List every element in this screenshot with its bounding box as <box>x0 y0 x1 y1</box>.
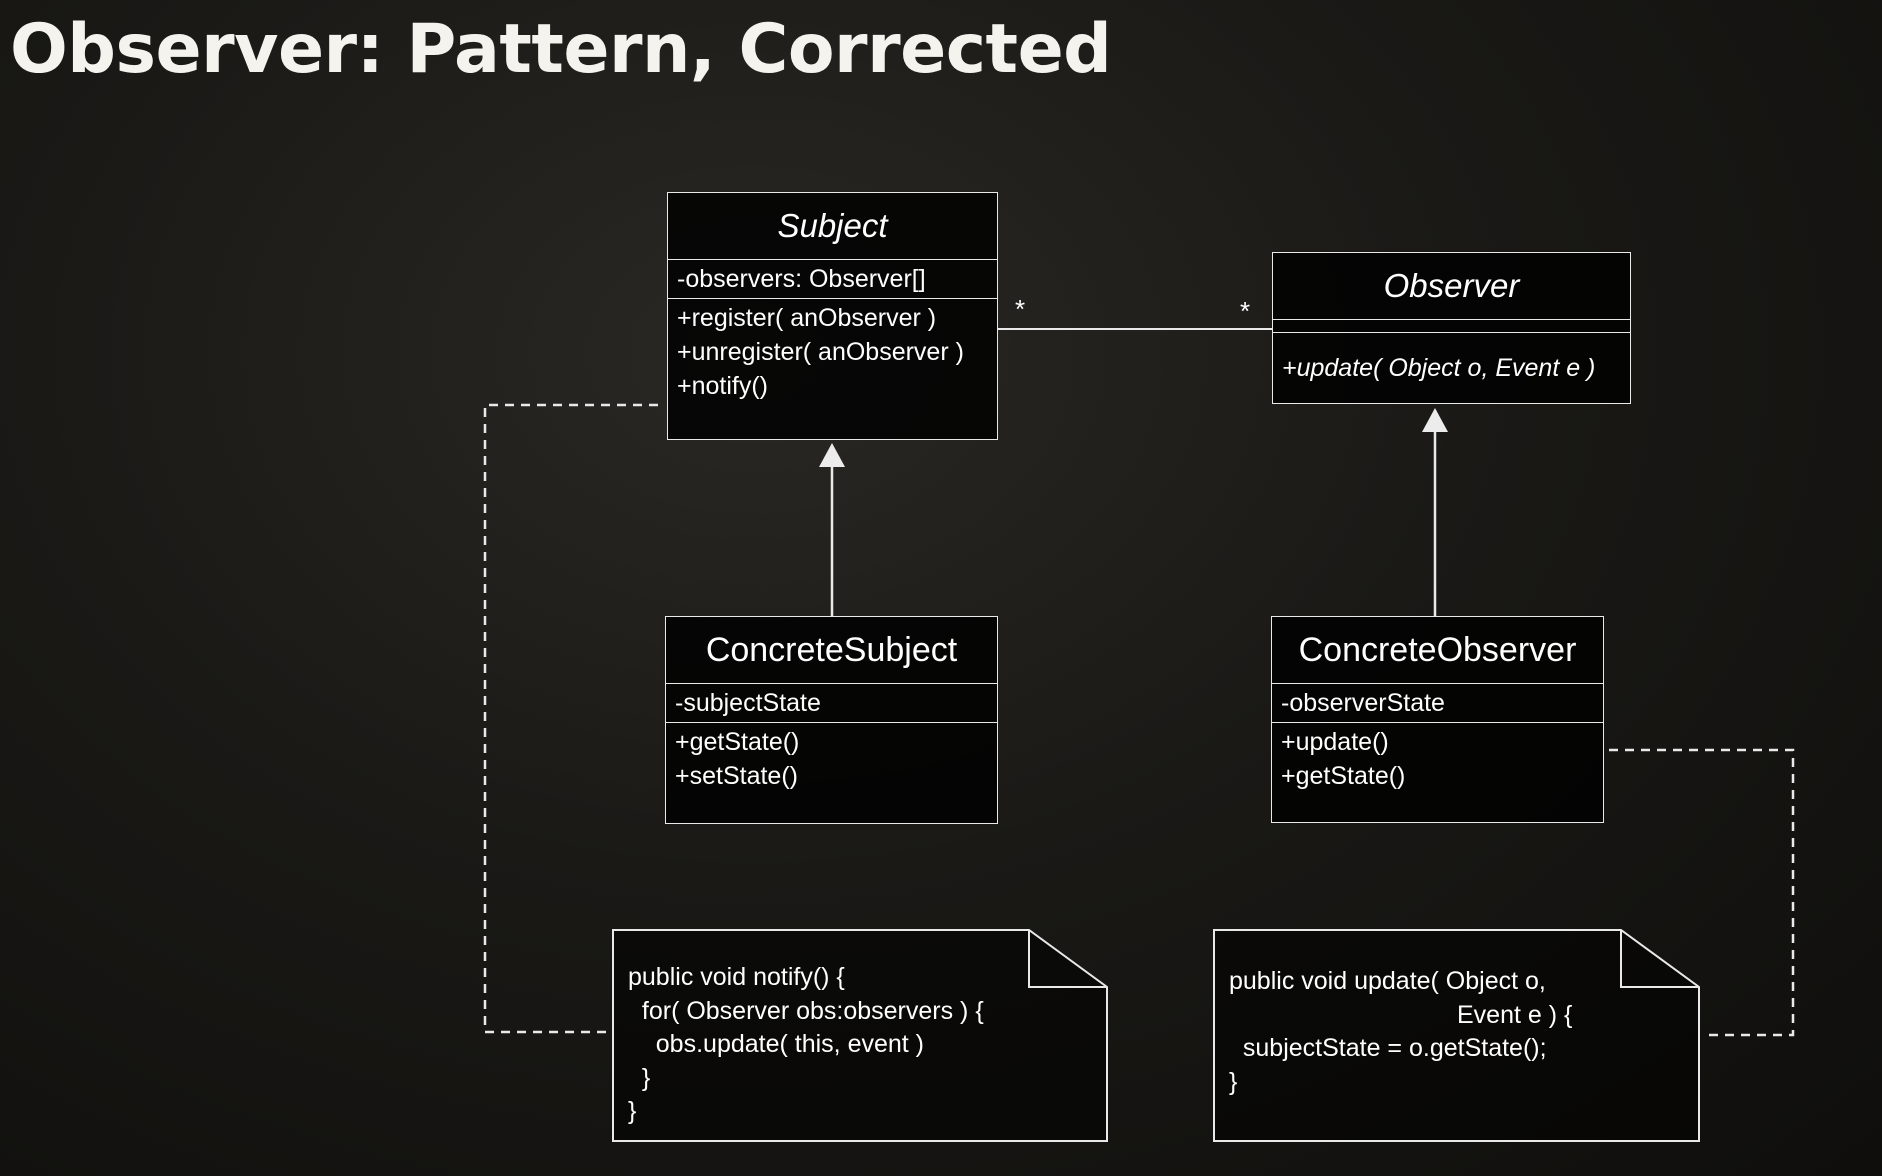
code-line: } <box>628 1097 637 1125</box>
note-link-update <box>1609 748 1795 1037</box>
note-shape <box>1213 929 1700 1142</box>
concrete-observer-attributes: -observerState <box>1272 684 1603 723</box>
code-line: public void notify() { <box>628 963 845 991</box>
inheritance-arrowhead-observer <box>1422 408 1448 432</box>
class-method: +getState() <box>675 728 800 756</box>
class-attribute: -subjectState <box>675 689 821 717</box>
class-method: +notify() <box>677 372 769 400</box>
class-method: +getState() <box>1281 762 1406 790</box>
class-method: +setState() <box>675 762 798 790</box>
class-method: +update( Object o, Event e ) <box>1282 354 1596 382</box>
code-line: obs.update( this, event ) <box>628 1030 924 1058</box>
observer-methods: +update( Object o, Event e ) <box>1273 333 1630 403</box>
concrete-subject-attributes: -subjectState <box>666 684 997 723</box>
subject-class-name: Subject <box>668 193 997 260</box>
source-multiplicity: * <box>1015 294 1025 324</box>
code-line: Event e ) { <box>1457 1000 1573 1029</box>
update-note[interactable]: public void update( Object o, Event e ) … <box>1213 929 1700 1142</box>
concrete-subject-class[interactable]: ConcreteSubject -subjectState +getState(… <box>665 616 998 824</box>
class-method: +unregister( anObserver ) <box>677 338 964 366</box>
note-shape <box>612 929 1108 1142</box>
subject-methods: +register( anObserver ) +unregister( anO… <box>668 299 997 439</box>
observer-class-name: Observer <box>1273 253 1630 320</box>
code-line: public void update( Object o, <box>1229 967 1546 995</box>
code-line: for( Observer obs:observers ) { <box>628 996 984 1025</box>
observer-class[interactable]: Observer +update( Object o, Event e ) <box>1272 252 1631 404</box>
subject-attributes: -observers: Observer[] <box>668 260 997 299</box>
code-line: subjectState = o.getState(); <box>1229 1034 1547 1062</box>
class-attribute: -observers: Observer[] <box>677 265 926 293</box>
notify-note[interactable]: public void notify() { for( Observer obs… <box>612 929 1108 1142</box>
concrete-subject-methods: +getState() +setState() <box>666 723 997 823</box>
subject-class[interactable]: Subject -observers: Observer[] +register… <box>667 192 998 440</box>
slide-title: Observer: Pattern, Corrected <box>10 10 1112 89</box>
code-line: } <box>628 1063 651 1092</box>
concrete-observer-class-name: ConcreteObserver <box>1272 617 1603 684</box>
class-method: +update() <box>1281 728 1389 756</box>
target-multiplicity: * <box>1240 296 1250 326</box>
observer-attributes <box>1273 320 1630 333</box>
concrete-subject-class-name: ConcreteSubject <box>666 617 997 684</box>
inheritance-arrowhead-subject <box>819 443 845 467</box>
code-line: } <box>1229 1067 1238 1096</box>
concrete-observer-methods: +update() +getState() <box>1272 723 1603 822</box>
class-attribute: -observerState <box>1281 689 1445 717</box>
note-link-notify <box>483 403 658 1034</box>
concrete-observer-class[interactable]: ConcreteObserver -observerState +update(… <box>1271 616 1604 823</box>
class-method: +register( anObserver ) <box>677 304 937 332</box>
